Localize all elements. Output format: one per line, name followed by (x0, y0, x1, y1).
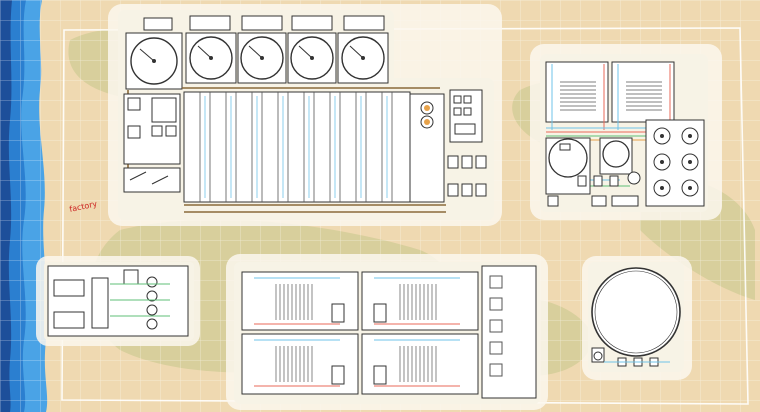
generator-2[interactable] (361, 271, 479, 331)
outpost-left[interactable] (36, 256, 200, 346)
pump-row[interactable] (547, 171, 641, 207)
assembler-5[interactable] (337, 15, 389, 84)
assembler-2[interactable] (185, 15, 237, 84)
assembler-1[interactable] (125, 17, 183, 90)
generator-1[interactable] (241, 271, 359, 331)
outpost-tanks[interactable] (53, 269, 139, 329)
heat-exchanger-1[interactable] (545, 61, 609, 130)
battery-bank[interactable] (481, 265, 537, 399)
generator-4[interactable] (361, 333, 479, 395)
storage-tank[interactable] (591, 267, 681, 357)
storage-tank-site[interactable] (582, 256, 692, 380)
assembler-4[interactable] (287, 15, 337, 84)
assembler-3[interactable] (237, 15, 287, 84)
boiler-unit[interactable] (409, 93, 445, 203)
factory-main[interactable] (108, 4, 502, 226)
valve-grid[interactable] (645, 119, 705, 207)
power-block[interactable] (226, 254, 548, 410)
control-panel[interactable] (449, 89, 483, 143)
assembler-row (125, 15, 389, 90)
chem-tank-2[interactable] (599, 137, 633, 175)
inserter-cluster[interactable] (447, 155, 487, 197)
heat-exchanger-2[interactable] (611, 61, 675, 130)
generator-3[interactable] (241, 333, 359, 395)
utility-column[interactable] (123, 93, 181, 193)
factory-chemical[interactable] (530, 44, 722, 220)
smelter-bank[interactable] (183, 91, 411, 203)
conveyor-belts (127, 87, 446, 213)
